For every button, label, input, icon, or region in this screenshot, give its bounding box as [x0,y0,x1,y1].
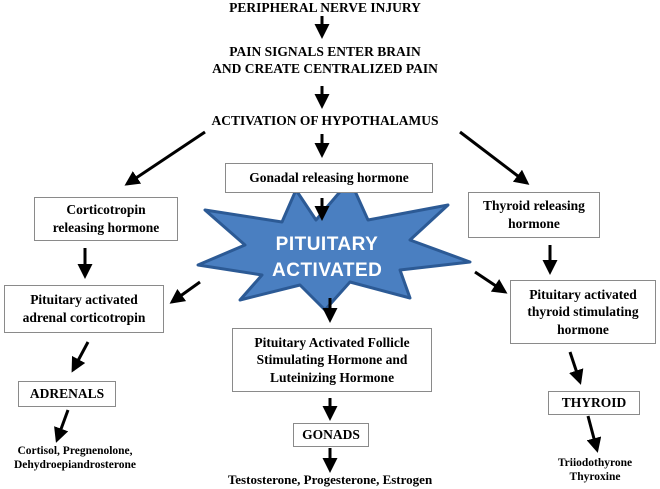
fsh-line2: Stimulating Hormone and [256,352,408,368]
gonadal-releasing-hormone-text: Gonadal releasing hormone [249,170,409,186]
fsh-lh-box: Pituitary Activated Follicle Stimulating… [232,328,432,392]
tsh-line2: thyroid stimulating [527,304,639,320]
gonads-box: GONADS [293,423,369,447]
gonads-text: GONADS [302,427,360,443]
thyroid-output-line1: Triiodothyrone [557,457,633,469]
adrenal-corticotropin-box: Pituitary activated adrenal corticotropi… [4,285,164,333]
thyroid-text: THYROID [561,395,627,411]
crh-line2: releasing hormone [52,220,160,235]
pain-signals-line2: AND CREATE CENTRALIZED PAIN [212,60,438,76]
arrow-thyroid-to-output [586,415,602,453]
acth-line1: Pituitary activated [30,292,138,308]
arrow-hypothalamus-to-trh [459,130,530,185]
trh-line1: Thyroid releasing [483,198,585,214]
arrow-burst-to-acth [169,280,201,304]
tsh-line1: Pituitary activated [529,286,637,302]
fsh-line1: Pituitary Activated Follicle [254,334,410,350]
pain-signals-line1: PAIN SIGNALS ENTER BRAIN [229,44,421,59]
hypothalamus-label: ACTIVATION OF HYPOTHALAMUS [211,113,439,128]
adrenals-box: ADRENALS [18,381,116,407]
arrow-hypothalamus-to-crh [124,130,206,186]
arrow-adrenals-to-output [54,409,70,443]
adrenal-output-line1: Cortisol, Pregnenolone, [17,445,133,457]
pituitary-activated-label: PITUITARY ACTIVATED [272,232,382,284]
thyroid-output-line2: Thyroxine [569,471,621,484]
adrenal-output-line2: Dehydroepiandrosterone [13,459,137,472]
arrow-tsh-to-thyroid [568,351,584,385]
crh-line1: Corticotropin [66,202,146,218]
peripheral-nerve-injury-label: PERIPHERAL NERVE INJURY [229,0,421,15]
trh-line2: hormone [508,216,560,231]
thyroid-stimulating-hormone-box: Pituitary activated thyroid stimulating … [510,280,656,344]
corticotropin-releasing-hormone-box: Corticotropin releasing hormone [34,197,178,241]
thyroid-releasing-hormone-box: Thyroid releasing hormone [468,192,600,238]
pain-signals-label: PAIN SIGNALS ENTER BRAIN AND CREATE CENT… [180,44,470,78]
gonadal-releasing-hormone-box: Gonadal releasing hormone [225,163,433,193]
arrow-burst-to-tsh [474,270,508,294]
adrenal-output-label: Cortisol, Pregnenolone, Dehydroepiandros… [0,444,150,473]
acth-line2: adrenal corticotropin [22,310,146,325]
gonads-output-label: Testosterone, Progesterone, Estrogen [227,472,433,487]
thyroid-box: THYROID [548,391,640,415]
pituitary-line: PITUITARY [275,234,379,255]
tsh-line3: hormone [557,321,609,337]
thyroid-output-label: Triiodothyrone Thyroxine [535,456,655,485]
arrow-acth-to-adrenals [71,341,90,373]
adrenals-text: ADRENALS [29,386,105,402]
activated-line: ACTIVATED [272,260,383,281]
fsh-line3: Luteinizing Hormone [269,369,395,385]
